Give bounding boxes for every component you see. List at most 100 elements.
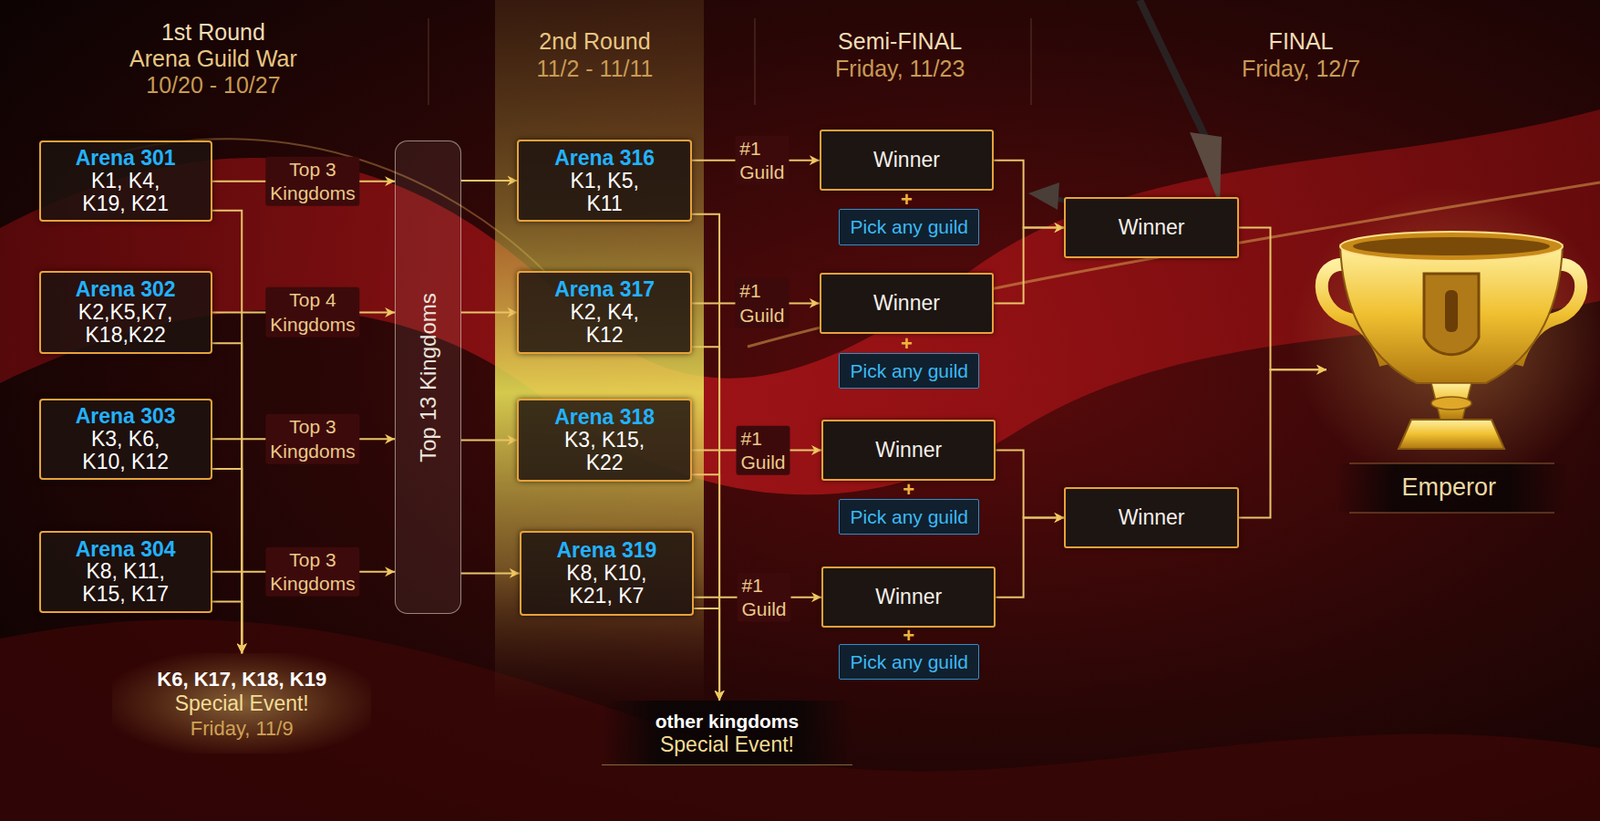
round-title: 2nd Round bbox=[538, 29, 651, 55]
arena-box: Arena 316K1, K5, K11 bbox=[516, 139, 692, 222]
connector-arrow bbox=[461, 310, 518, 313]
arena-title: Arena 319 bbox=[556, 538, 657, 562]
connector-arrow bbox=[212, 601, 242, 654]
arena-box: Arena 318K3, K15, K22 bbox=[516, 398, 692, 483]
edge-label: #1 Guild bbox=[734, 134, 789, 186]
pick-label: Pick any guild bbox=[849, 650, 969, 672]
kingdom-list: K8, K10, K21, K7 bbox=[552, 561, 661, 608]
arena-box: Arena 304K8, K11, K15, K17 bbox=[39, 530, 213, 613]
winner-box: Winner bbox=[819, 272, 994, 334]
pick-box: Pick any guild bbox=[838, 498, 980, 535]
arena-title: Arena 301 bbox=[75, 146, 176, 170]
winner-label: Winner bbox=[1118, 505, 1186, 530]
round-date: 10/20 - 10/27 bbox=[145, 72, 280, 99]
winner-label: Winner bbox=[1118, 215, 1186, 240]
connector-arrow bbox=[461, 438, 518, 441]
winner-label: Winner bbox=[875, 584, 942, 610]
edge-label: #1 Guild bbox=[734, 278, 789, 329]
round-title: 1st Round bbox=[161, 20, 266, 46]
kingdom-list: K1, K5, K11 bbox=[550, 169, 659, 216]
connector-arrow bbox=[693, 608, 720, 701]
connector-arrow bbox=[995, 450, 1064, 518]
column-divider bbox=[754, 18, 756, 105]
pick-box: Pick any guild bbox=[838, 643, 980, 680]
pick-label: Pick any guild bbox=[849, 216, 969, 238]
winner-box: Winner bbox=[819, 129, 994, 191]
winner-box: Winner bbox=[821, 419, 996, 481]
event-date: Friday, 11/9 bbox=[190, 716, 294, 741]
connector-arrow bbox=[212, 342, 242, 653]
connector-arrow bbox=[1238, 369, 1327, 517]
column-divider bbox=[1031, 18, 1033, 105]
spear-head bbox=[1189, 132, 1222, 206]
winner-box: Winner bbox=[821, 566, 996, 628]
event-name: Special Event! bbox=[660, 732, 795, 758]
arrow-head bbox=[1028, 182, 1060, 210]
event-panel: other kingdomsSpecial Event! bbox=[601, 700, 852, 766]
arena-box: Arena 319K8, K10, K21, K7 bbox=[519, 530, 694, 616]
event-panel: K6, K17, K18, K19Special Event!Friday, 1… bbox=[112, 652, 372, 754]
trophy-bowl bbox=[1340, 244, 1563, 383]
vertical-label: Top 13 Kingdoms bbox=[415, 292, 442, 462]
connector-arrow bbox=[212, 210, 242, 653]
arena-title: Arena 304 bbox=[75, 537, 176, 561]
edge-label: Top 3 Kingdoms bbox=[265, 155, 360, 207]
plus-sign: + bbox=[902, 628, 915, 643]
trophy-emblem bbox=[1445, 289, 1458, 332]
connector-arrow bbox=[461, 179, 518, 182]
dark-ribbon bbox=[0, 619, 1600, 821]
trophy-rim bbox=[1340, 231, 1563, 261]
winner-box: Winner bbox=[1063, 196, 1239, 259]
winner-label: Winner bbox=[873, 290, 940, 316]
kingdom-list: K2,K5,K7, K18,K22 bbox=[72, 300, 180, 347]
trophy-glow bbox=[1291, 186, 1600, 488]
round-title: Semi-FINAL bbox=[837, 29, 962, 55]
round-date: Friday, 11/23 bbox=[835, 56, 965, 83]
connector-arrow bbox=[691, 474, 720, 701]
connector-arrow bbox=[461, 571, 520, 574]
connector-arrow bbox=[691, 346, 720, 700]
arena-box: Arena 302K2,K5,K7, K18,K22 bbox=[39, 270, 213, 355]
champion-title: Emperor bbox=[1402, 473, 1497, 502]
trophy-base bbox=[1398, 419, 1505, 449]
edge-label: Top 3 Kingdoms bbox=[265, 547, 360, 598]
band-line bbox=[1349, 463, 1555, 465]
connector-arrow bbox=[1238, 227, 1327, 371]
plus-sign: + bbox=[900, 336, 913, 351]
arena-title: Arena 316 bbox=[554, 146, 655, 170]
pick-label: Pick any guild bbox=[849, 505, 969, 527]
arena-title: Arena 302 bbox=[75, 278, 176, 301]
arena-box: Arena 303K3, K6, K10, K12 bbox=[39, 398, 213, 481]
round-date: Friday, 12/7 bbox=[1241, 56, 1361, 83]
pick-box: Pick any guild bbox=[838, 352, 980, 389]
connector-arrow bbox=[993, 227, 1064, 304]
trophy-emblem bbox=[1424, 273, 1479, 355]
band-line bbox=[1349, 512, 1555, 514]
winner-label: Winner bbox=[873, 147, 940, 173]
connector-arrow bbox=[995, 516, 1064, 597]
title-band bbox=[1335, 463, 1569, 513]
trophy-stem bbox=[1431, 382, 1472, 420]
trophy-inside bbox=[1352, 237, 1550, 256]
kingdom-list: K6, K17, K18, K19 bbox=[156, 667, 327, 692]
arena-title: Arena 317 bbox=[554, 278, 655, 301]
edge-label: Top 3 Kingdoms bbox=[265, 413, 360, 465]
kingdom-list: K8, K11, K15, K17 bbox=[72, 559, 180, 606]
kingdom-list: K3, K6, K10, K12 bbox=[72, 427, 180, 474]
arena-box: Arena 317K2, K4, K12 bbox=[516, 270, 692, 355]
edge-label: #1 Guild bbox=[736, 424, 791, 475]
edge-label: #1 Guild bbox=[737, 572, 792, 623]
arena-title: Arena 318 bbox=[554, 405, 655, 429]
arena-box: Arena 301K1, K4, K19, K21 bbox=[39, 140, 213, 221]
column-divider bbox=[428, 18, 430, 105]
spear-shaft bbox=[1139, 0, 1206, 137]
round-title: FINAL bbox=[1269, 29, 1334, 55]
connector-arrow bbox=[993, 160, 1064, 228]
round-date: 11/2 - 11/11 bbox=[536, 56, 654, 83]
winner-box: Winner bbox=[1063, 486, 1239, 548]
winner-label: Winner bbox=[875, 437, 942, 463]
trophy-knot bbox=[1431, 396, 1472, 410]
round-highlight bbox=[495, 0, 704, 714]
